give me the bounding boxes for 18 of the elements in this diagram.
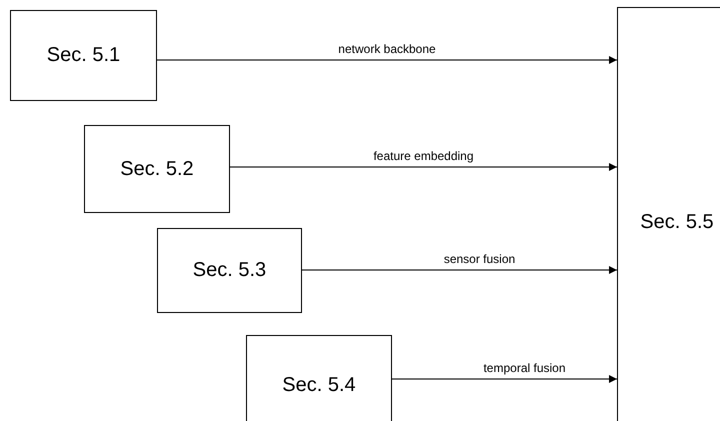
arrow: [230, 163, 618, 171]
section-label: Sec. 5.3: [192, 259, 266, 282]
section-box: [617, 7, 720, 421]
section-label: Sec. 5.5: [640, 210, 714, 234]
section-box: [157, 228, 302, 313]
section-box: [10, 10, 157, 101]
arrow: [156, 56, 618, 64]
section-box: [246, 335, 392, 421]
section-box: [84, 125, 230, 213]
section-label: Sec. 5.2: [120, 158, 194, 180]
section-label: Sec. 5.1: [46, 44, 120, 67]
edge-label: temporal fusion: [481, 361, 568, 375]
edge-label: sensor fusion: [442, 252, 518, 266]
edge-label: network backbone: [336, 42, 438, 56]
arrow: [302, 266, 618, 274]
arrow: [392, 375, 618, 383]
section-label: Sec. 5.4: [282, 374, 356, 396]
edge-label: feature embedding: [371, 149, 476, 163]
